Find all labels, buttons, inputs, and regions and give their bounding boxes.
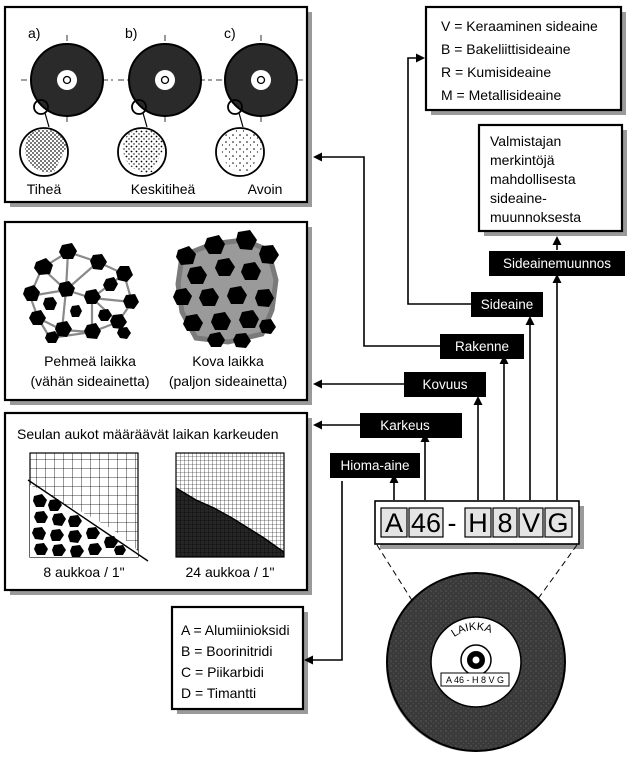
hard-wheel-title: Kova laikka — [192, 353, 264, 369]
abrasive-item-c: C = Piikarbidi — [181, 664, 264, 680]
maker-line-4: sideaine- — [490, 190, 547, 206]
bond-list-box: V = Keraaminen sideaine B = Bakeliittisi… — [424, 5, 626, 115]
category-labels: Sideainemuunnos Sideaine Rakenne Kovuus … — [330, 251, 625, 478]
svg-text:H: H — [468, 508, 488, 538]
structure-panel: a) Tiheä b) Keskitiheä c) — [3, 5, 312, 207]
fine-sieve-label: 24 aukkoa / 1" — [185, 564, 274, 580]
label-sideaine: Sideaine — [471, 292, 543, 317]
marking-code-strip: A 46 - H 8 V G — [374, 500, 584, 549]
svg-text:Kovuus: Kovuus — [422, 377, 467, 392]
hard-wheel-illustration — [173, 230, 279, 348]
maker-line-5: muunnoksesta — [490, 209, 581, 225]
maker-note-box: Valmistajan merkintöjä mahdollisesta sid… — [477, 123, 627, 236]
svg-text:V: V — [522, 508, 540, 538]
grain-title: Seulan aukot määräävät laikan karkeuden — [17, 426, 279, 442]
connector-arrows — [304, 53, 562, 665]
fine-sieve-illustration — [175, 452, 285, 558]
svg-text:Rakenne: Rakenne — [455, 339, 509, 354]
coarse-sieve-label: 8 aukkoa / 1" — [43, 564, 124, 580]
svg-text:Karkeus: Karkeus — [380, 418, 430, 433]
abrasive-item-d: D = Timantti — [181, 685, 256, 701]
label-kovuus: Kovuus — [404, 372, 486, 397]
maker-line-2: merkintöjä — [490, 152, 555, 168]
maker-line-3: mahdollisesta — [490, 171, 576, 187]
option-a-label: a) — [28, 25, 40, 41]
bond-item-v: V = Keraaminen sideaine — [441, 18, 598, 34]
abrasive-item-a: A = Alumiinioksidi — [181, 622, 290, 638]
option-b-label: b) — [125, 25, 137, 41]
structure-option-b: b) Keskitiheä — [117, 25, 212, 197]
structure-label-dense: Tiheä — [27, 181, 62, 197]
svg-text:46: 46 — [411, 508, 441, 538]
svg-text:A: A — [385, 508, 403, 538]
soft-wheel-illustration — [23, 243, 139, 343]
label-rakenne: Rakenne — [440, 334, 524, 359]
code-char-g: G — [544, 507, 573, 538]
svg-text:8: 8 — [497, 508, 512, 538]
hardness-panel: Pehmeä laikka (vähän sideainetta) — [3, 220, 312, 405]
code-char-46: 46 — [408, 507, 444, 538]
label-sideainemuunnos: Sideainemuunnos — [489, 251, 625, 276]
structure-option-a: a) Tiheä — [19, 25, 113, 197]
code-char-a: A — [380, 507, 408, 538]
grinding-wheel-illustration: LAIKKA A 46 - H 8 V G — [376, 544, 578, 752]
soft-wheel-title: Pehmeä laikka — [44, 353, 136, 369]
hard-wheel-subtitle: (paljon sideainetta) — [169, 373, 287, 389]
svg-text:G: G — [547, 508, 568, 538]
label-karkeus: Karkeus — [360, 413, 462, 438]
soft-wheel-subtitle: (vähän sideainetta) — [30, 373, 149, 389]
label-hioma-aine: Hioma-aine — [330, 453, 420, 478]
svg-text:Sideaine: Sideaine — [481, 297, 534, 312]
coarse-sieve-illustration — [27, 452, 149, 562]
svg-text:Hioma-aine: Hioma-aine — [340, 458, 409, 473]
structure-label-medium: Keskitiheä — [131, 181, 196, 197]
grain-panel: Seulan aukot määräävät laikan karkeuden — [3, 411, 312, 595]
code-dash: - — [448, 508, 457, 538]
code-char-h: H — [464, 507, 492, 538]
structure-label-open: Avoin — [248, 181, 283, 197]
bond-item-r: R = Kumisideaine — [441, 64, 551, 80]
svg-text:Sideainemuunnos: Sideainemuunnos — [503, 256, 611, 271]
code-char-v: V — [518, 507, 544, 538]
maker-line-1: Valmistajan — [490, 133, 561, 149]
wheel-marking-label: A 46 - H 8 V G — [446, 675, 504, 685]
abrasive-list-box: A = Alumiinioksidi B = Boorinitridi C = … — [170, 605, 308, 714]
structure-option-c: c) Avoin — [215, 25, 308, 197]
abrasive-item-b: B = Boorinitridi — [181, 643, 272, 659]
bond-item-m: M = Metallisideaine — [441, 87, 561, 103]
code-char-8: 8 — [492, 507, 518, 538]
option-c-label: c) — [224, 25, 236, 41]
bond-item-b: B = Bakeliittisideaine — [441, 41, 571, 57]
